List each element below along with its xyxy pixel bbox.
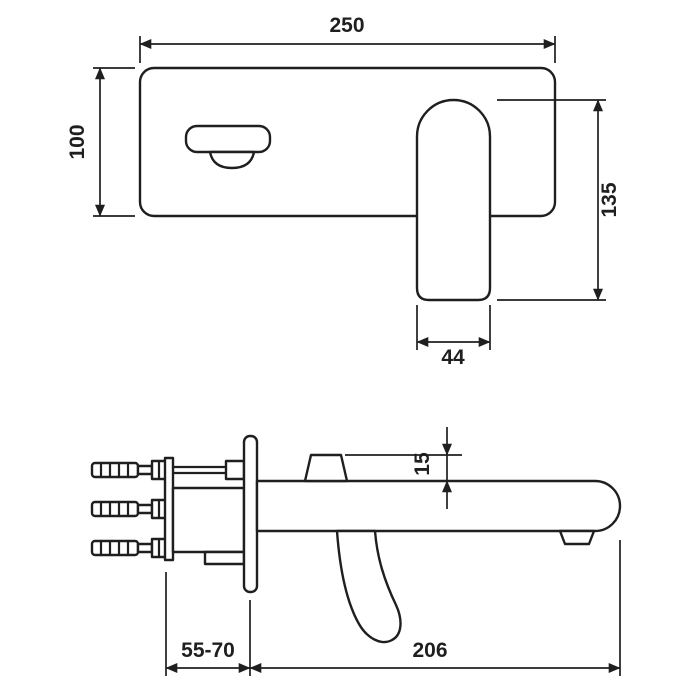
dim-label-wall-depth: 55-70 — [181, 639, 235, 662]
wall-anchor-top — [90, 459, 168, 481]
dim-spout-reach: 206 — [249, 540, 621, 676]
screw-spacer-top — [224, 459, 246, 481]
handle-knob-front — [208, 150, 256, 170]
dim-plate-height: 100 — [66, 67, 135, 217]
dim-label-plate-width: 250 — [329, 14, 364, 37]
dim-label-handle-rise: 15 — [411, 452, 434, 476]
dim-spout-width: 44 — [416, 305, 491, 369]
dim-plate-width: 250 — [139, 14, 556, 63]
dim-spout-height: 135 — [497, 99, 621, 301]
dim-wall-depth: 55-70 — [165, 572, 251, 676]
wall-anchor-bottom — [90, 537, 168, 559]
aerator — [558, 529, 596, 546]
dim-handle-rise: 15 — [345, 427, 462, 509]
handle-lever-front — [184, 124, 272, 154]
spout-body-side — [255, 479, 622, 533]
handle-lever-side — [335, 529, 402, 644]
handle-base-side — [303, 453, 349, 483]
spout-front — [415, 98, 492, 302]
dim-label-spout-reach: 206 — [412, 639, 447, 662]
front-view: 250 100 135 44 — [66, 14, 621, 369]
dim-label-spout-width: 44 — [441, 346, 465, 369]
wall-anchor-middle — [90, 498, 168, 520]
dim-label-plate-height: 100 — [66, 124, 89, 159]
wall-flange — [242, 434, 259, 594]
dim-label-spout-height: 135 — [598, 182, 621, 217]
valve-body — [171, 486, 246, 554]
side-view: 15 55-70 206 — [90, 427, 622, 676]
valve-body-step — [203, 550, 246, 566]
